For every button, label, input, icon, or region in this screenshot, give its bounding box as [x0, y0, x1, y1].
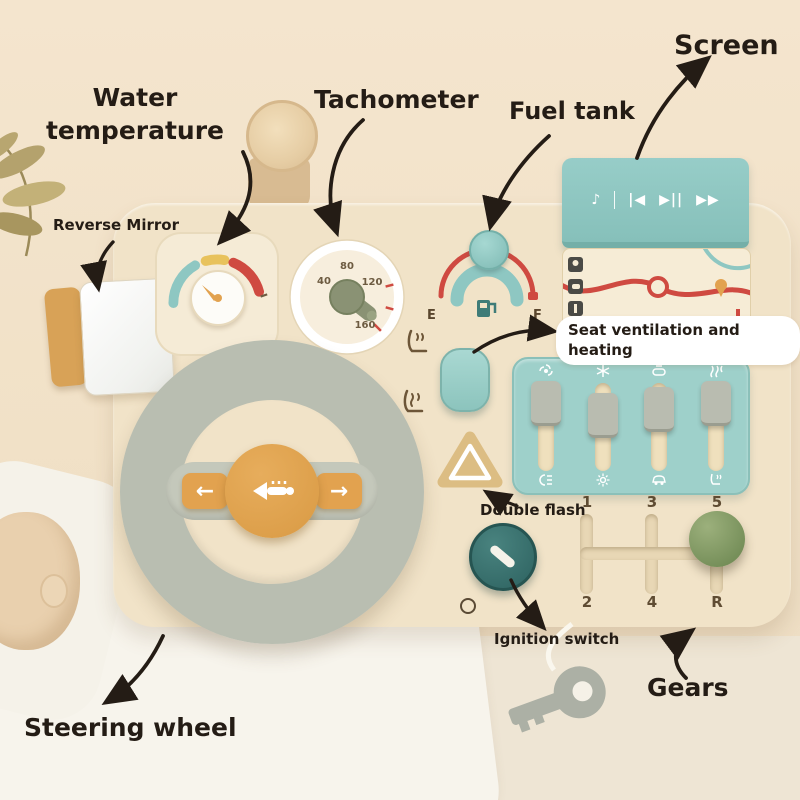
fuel-gauge: E F: [425, 222, 550, 334]
gear-label-1: 1: [581, 493, 593, 511]
temperature-arc: [168, 254, 268, 308]
trumpet-icon: [253, 481, 294, 500]
fuel-pump-icon: [477, 300, 497, 317]
toy-key[interactable]: [480, 618, 640, 748]
gear-knob[interactable]: [689, 511, 745, 567]
vent-slider-knob[interactable]: [701, 381, 731, 426]
fuel-empty-label: E: [427, 308, 436, 323]
seat-ventilation-panel: [512, 357, 750, 495]
horn-button[interactable]: [225, 444, 319, 538]
gear-track-horizontal: [580, 547, 723, 560]
car-icon: [652, 475, 666, 485]
snowflake-icon: [596, 365, 610, 377]
tach-tick-160: 160: [355, 320, 376, 331]
screen-arrow: [635, 55, 712, 160]
temperature-needle-dial[interactable]: [190, 270, 246, 326]
media-divider: [614, 191, 616, 209]
tachometer-label: Tachometer: [314, 85, 479, 114]
fan-icon: [539, 364, 553, 376]
sun-icon: [596, 473, 610, 487]
seat-heat-toggle[interactable]: [440, 348, 490, 412]
seat-heat-icon: [710, 473, 722, 485]
car-vent-icon: [652, 365, 666, 376]
water-temperature-gauge: [155, 232, 279, 356]
reverse-mirror-label: Reverse Mirror: [53, 216, 179, 234]
map-sidebar-icons: [568, 257, 583, 316]
gear-label-R: R: [711, 593, 723, 611]
gear-label-4: 4: [646, 593, 658, 611]
fast-forward-icon[interactable]: ▶▶: [696, 192, 720, 208]
needle-icon: [202, 285, 222, 302]
skip-back-icon[interactable]: |◀: [628, 192, 647, 208]
headlight-icon: [539, 474, 552, 486]
steering-wheel-label: Steering wheel: [24, 713, 237, 742]
fuel-tank-label: Fuel tank: [509, 97, 635, 125]
gear-label-5: 5: [711, 493, 723, 511]
wooden-bead: [40, 574, 68, 608]
wooden-toy-edge: [0, 512, 80, 650]
water-temperature-label: Water temperature: [45, 83, 225, 145]
vent-slider-knob[interactable]: [531, 381, 561, 426]
double-flash-label: Double flash: [480, 501, 586, 519]
seat-ventilation-label: Seat ventilation and heating: [556, 316, 800, 365]
tach-tick-80: 80: [340, 261, 354, 272]
turn-signal-left-button[interactable]: ←: [182, 473, 228, 509]
screen-label: Screen: [674, 30, 779, 61]
tach-tick-120: 120: [362, 277, 383, 288]
right-arrow-icon: →: [329, 478, 349, 504]
vent-slider-knob[interactable]: [588, 393, 618, 438]
seat-heating-icon: [403, 389, 424, 413]
key-slot-icon: [488, 543, 517, 570]
defrost-icon: [710, 365, 723, 378]
left-arrow-icon: ←: [195, 478, 215, 504]
double-flash-button[interactable]: [436, 428, 504, 494]
screen-media-player: ♪ |◀ ▶|| ▶▶: [562, 158, 749, 248]
gear-label-2: 2: [581, 593, 593, 611]
gear-label-3: 3: [646, 493, 658, 511]
turn-signal-right-button[interactable]: →: [316, 473, 362, 509]
wood-log-top: [246, 100, 318, 172]
tach-tick-40: 40: [317, 276, 331, 287]
gears-label: Gears: [647, 673, 729, 702]
seat-ventilation-icon: [407, 329, 428, 353]
play-pause-icon[interactable]: ▶||: [659, 192, 684, 208]
tachometer-hub[interactable]: [329, 279, 365, 315]
small-dial-icon: [460, 598, 476, 614]
music-note-icon[interactable]: ♪: [591, 192, 602, 208]
ignition-switch-label: Ignition switch: [494, 630, 620, 648]
map-pin-icon: [715, 279, 727, 297]
dried-plant: [0, 132, 66, 257]
vent-slider-knob[interactable]: [644, 387, 674, 432]
ignition-switch[interactable]: [469, 523, 537, 591]
fuel-knob[interactable]: [469, 230, 509, 270]
fuel-full-label: F: [533, 308, 542, 323]
tachometer-dial: 40 80 120 160: [289, 239, 405, 355]
